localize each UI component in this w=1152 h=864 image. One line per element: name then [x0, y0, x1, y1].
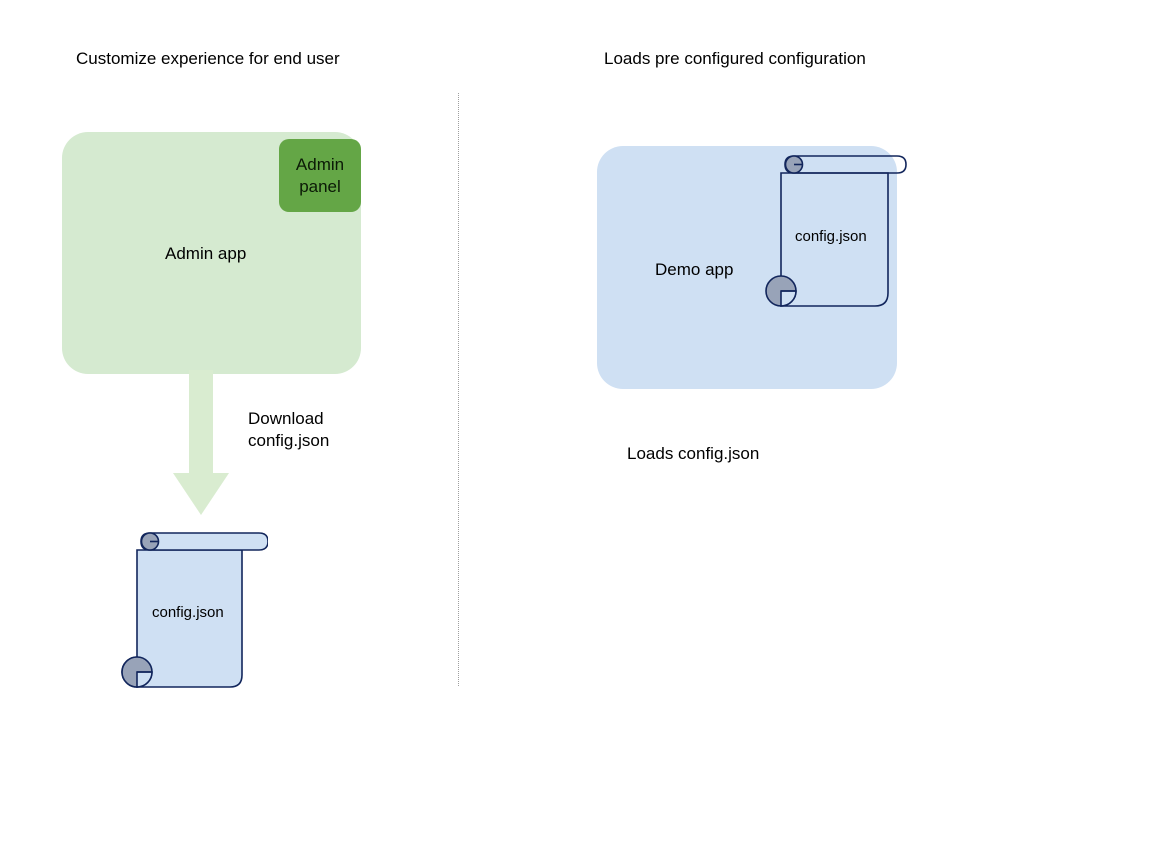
admin-app-label: Admin app: [165, 244, 247, 263]
down-arrow-icon: [173, 370, 229, 515]
scroll-document-icon[interactable]: [118, 525, 268, 693]
admin-panel-label: Admin panel: [295, 154, 345, 196]
right-file-label: config.json: [795, 228, 867, 245]
download-arrow-caption: Download config.json: [248, 408, 329, 452]
demo-app-box[interactable]: [597, 146, 897, 389]
demo-app-label: Demo app: [655, 260, 734, 279]
right-column-header: Loads pre configured configuration: [604, 49, 866, 68]
column-divider: [458, 93, 459, 686]
admin-panel-box[interactable]: Admin panel: [279, 139, 361, 212]
left-column-header: Customize experience for end user: [76, 49, 340, 68]
download-arrow-caption-line1: Download config.json: [248, 409, 330, 450]
loads-config-caption: Loads config.json: [627, 444, 760, 463]
left-file-label: config.json: [152, 604, 224, 621]
scroll-document-icon[interactable]: [762, 148, 912, 316]
